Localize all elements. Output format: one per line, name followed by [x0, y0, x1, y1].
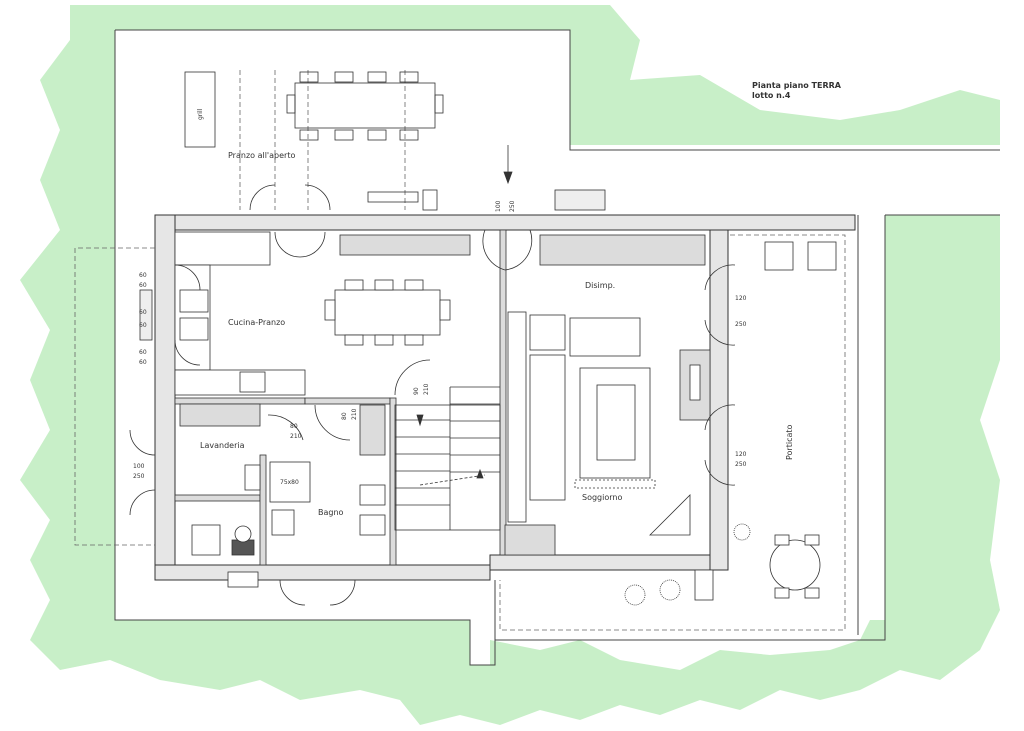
room-label-disimp: Disimp.: [585, 281, 615, 290]
dim-window-2-height: 250: [735, 461, 747, 468]
room-label-lavanderia: Lavanderia: [200, 441, 245, 450]
living-furniture: [507, 311, 701, 536]
dim-kitchen-5: 60: [139, 349, 147, 356]
dim-laundry-door-width: 100: [133, 463, 145, 470]
room-label-cucina: Cucina-Pranzo: [228, 318, 285, 327]
room-label-bagno: Bagno: [318, 508, 344, 517]
interior-walls: [174, 229, 711, 566]
dim-door-height: 250: [509, 200, 516, 212]
porch-furniture: [624, 241, 837, 606]
kitchen-counter: [139, 231, 306, 396]
dim-kitchen-1: 60: [139, 272, 147, 279]
garden-area: [20, 5, 1000, 725]
dim-wc-door-width: 80: [341, 412, 348, 420]
dim-door-width: 100: [495, 200, 502, 212]
outdoor-dining: [184, 71, 606, 211]
room-label-pranzo: Pranzo all'aperto: [228, 151, 295, 160]
grill-label: grill: [197, 108, 204, 120]
dim-shower: 75x80: [280, 479, 299, 486]
kitchen-table: [324, 279, 451, 346]
dim-bath-door-height: 210: [290, 433, 302, 440]
dim-window-1-height: 250: [735, 321, 747, 328]
room-label-soggiorno: Soggiorno: [582, 493, 622, 502]
plan-title: Pianta piano TERRA: [752, 81, 842, 90]
dim-stair-door-height: 210: [423, 383, 430, 395]
dim-bath-door-width: 80: [290, 423, 298, 430]
dim-stair-door-width: 90: [413, 387, 420, 395]
lot-number: lotto n.4: [752, 91, 791, 100]
dim-kitchen-6: 60: [139, 359, 147, 366]
staircase: [394, 386, 501, 531]
dim-kitchen-2: 60: [139, 282, 147, 289]
door-swings: [129, 145, 736, 606]
laundry-fixtures: [191, 464, 261, 588]
property-boundary: [114, 29, 1000, 666]
dim-window-2-width: 120: [735, 451, 747, 458]
overhang-outline: [74, 70, 846, 631]
room-label-porticato: Porticato: [785, 424, 794, 460]
dim-kitchen-4: 60: [139, 322, 147, 329]
dim-laundry-door-height: 250: [133, 473, 145, 480]
dim-window-1-width: 120: [735, 295, 747, 302]
dim-wc-door-height: 210: [351, 408, 358, 420]
dim-kitchen-3: 60: [139, 309, 147, 316]
bathroom-fixtures: [269, 461, 386, 536]
